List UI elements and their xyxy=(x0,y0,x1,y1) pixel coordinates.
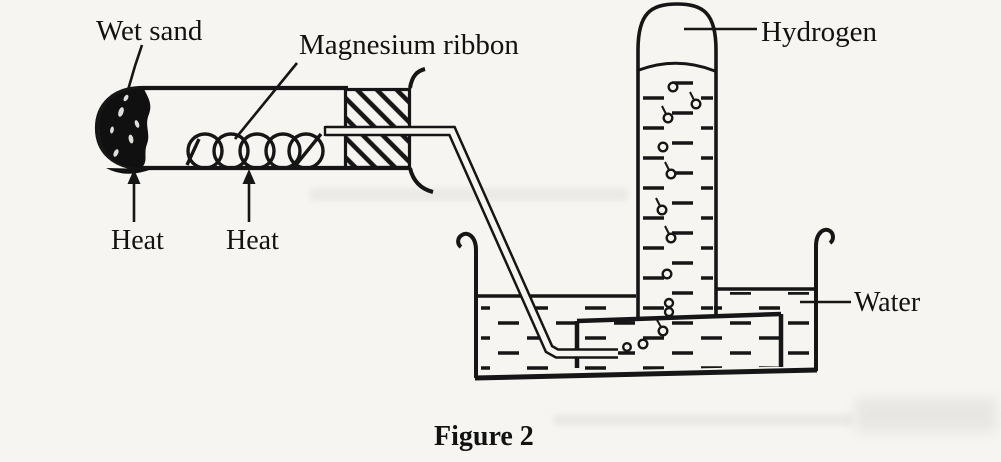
wet-sand-label: Wet sand xyxy=(96,15,203,47)
heat-label-left: Heat xyxy=(111,225,164,256)
trough-bottom xyxy=(474,367,818,381)
beehive-shelf xyxy=(574,311,784,368)
heat-arrow-right xyxy=(242,169,256,222)
gas-collection-tube xyxy=(622,2,718,353)
figure-caption: Figure 2 xyxy=(434,421,534,452)
heat-label-right: Heat xyxy=(226,225,279,256)
delivery-tube xyxy=(323,125,618,359)
boiling-tube-closed-end xyxy=(94,85,144,171)
water-trough xyxy=(456,227,835,381)
bubble-tails xyxy=(655,91,695,328)
wet-sand-leader-line xyxy=(126,44,144,91)
tube-mouth-flare-bottom xyxy=(408,167,434,194)
delivery-tube-bore xyxy=(325,128,618,357)
gas-tube-water-dashes xyxy=(641,78,713,313)
water-label: Water xyxy=(854,287,921,318)
trough-left-wall xyxy=(456,231,478,378)
wet-sand-blob xyxy=(99,89,152,174)
water-meniscus xyxy=(638,61,716,73)
magnesium-coil xyxy=(185,132,325,170)
magnesium-ribbon-label: Magnesium ribbon xyxy=(299,29,519,61)
sand-speckles xyxy=(110,94,140,157)
magnesium-leader-line xyxy=(233,62,299,140)
hydrogen-label: Hydrogen xyxy=(761,16,877,48)
gas-bubbles xyxy=(622,81,702,353)
heat-arrow-left xyxy=(127,169,141,222)
tube-mouth-flare-top xyxy=(408,67,426,89)
trough-right-wall xyxy=(814,227,835,371)
